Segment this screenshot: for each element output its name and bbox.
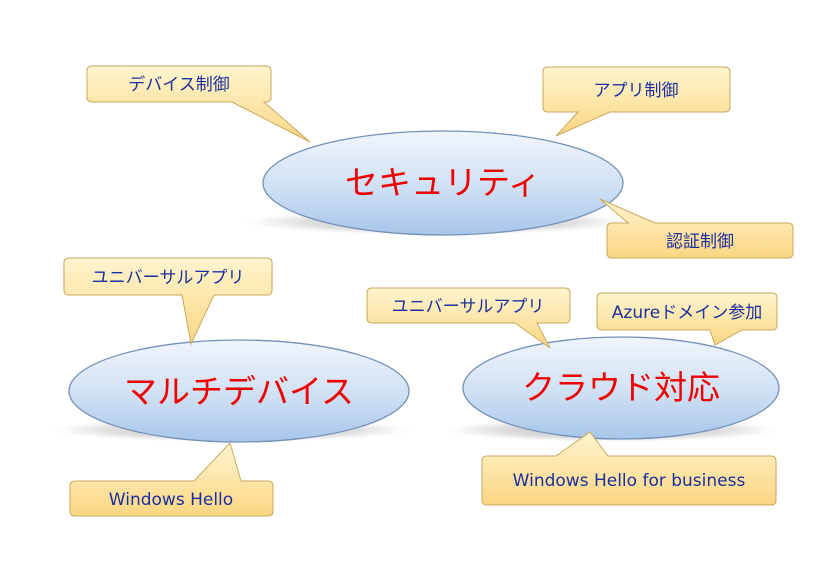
topic-multi-device: マルチデバイス [50, 339, 414, 443]
topic-cloud: クラウド対応 [444, 336, 780, 442]
callout-azure-domain: Azureドメイン参加 [596, 292, 778, 346]
cloud-label: クラウド対応 [522, 368, 720, 407]
callout-auth-control: 認証制御 [599, 198, 794, 259]
callout-app-control: アプリ制御 [542, 66, 731, 137]
callout-shape [69, 442, 274, 517]
callout-label-auth-control: 認証制御 [666, 232, 734, 252]
callout-label-windows-hello: Windows Hello [109, 490, 233, 510]
security-label: セキュリティ [345, 163, 541, 202]
callout-shape [366, 287, 571, 349]
callout-label-universal-app-left: ユニバーサルアプリ [92, 268, 245, 288]
callout-shape [596, 292, 778, 346]
security-ellipse [262, 130, 624, 236]
topic-security: セキュリティ [242, 130, 634, 236]
callout-universal-app-right: ユニバーサルアプリ [366, 287, 571, 349]
callout-label-app-control: アプリ制御 [594, 81, 679, 101]
callout-label-device-control: デバイス制御 [128, 74, 230, 95]
cloud-ellipse [462, 336, 780, 440]
callout-shape [542, 66, 731, 137]
callout-label-azure-domain: Azureドメイン参加 [612, 303, 762, 323]
callout-hello-business: Windows Hello for business [481, 431, 777, 506]
callout-shape [86, 65, 311, 143]
multi-device-ellipse [68, 339, 410, 443]
callout-windows-hello: Windows Hello [69, 442, 274, 517]
callout-universal-app-left: ユニバーサルアプリ [63, 257, 273, 346]
multi-device-label: マルチデバイス [124, 372, 354, 411]
callout-label-hello-business: Windows Hello for business [513, 471, 746, 491]
callout-shape [599, 198, 794, 259]
callout-shape [63, 257, 273, 346]
callout-label-universal-app-right: ユニバーサルアプリ [392, 297, 545, 317]
callout-shape [481, 431, 777, 506]
callout-device-control: デバイス制御 [86, 65, 311, 143]
